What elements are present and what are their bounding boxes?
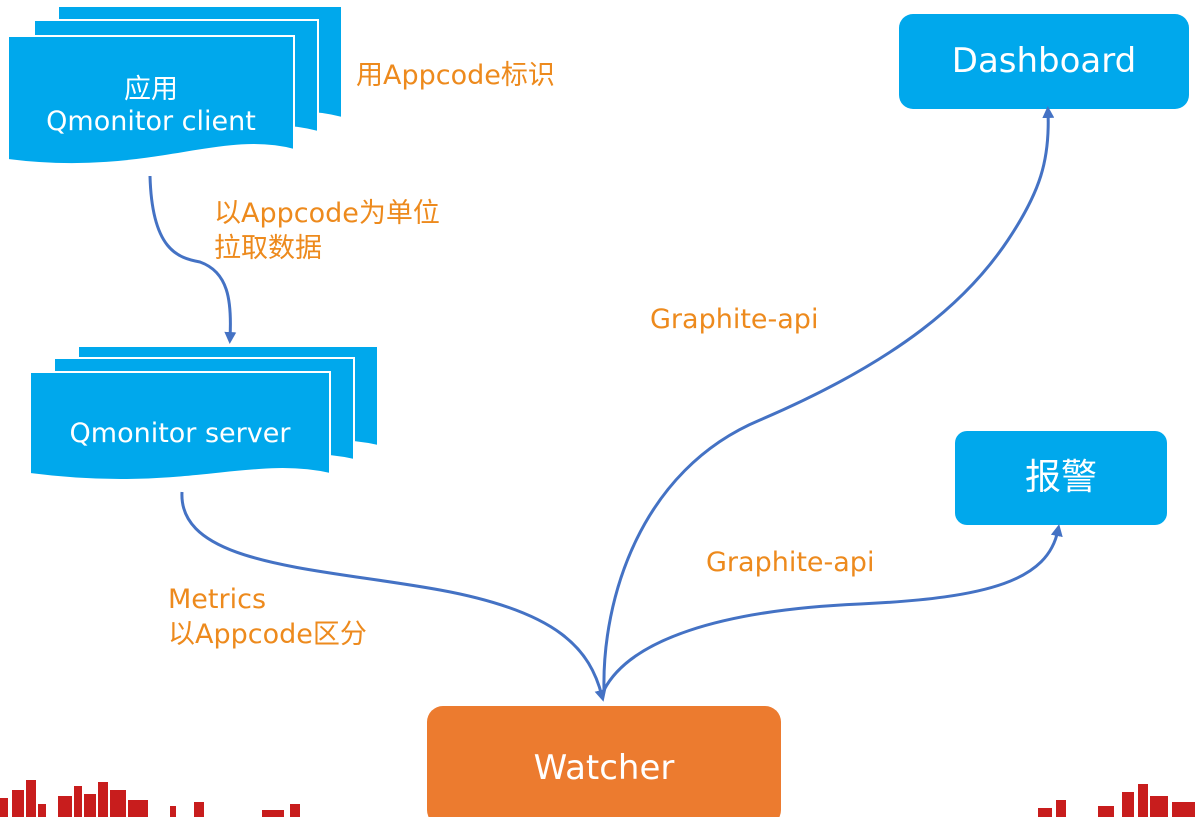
client-page-front: [7, 35, 295, 166]
pull-data-line2: 拉取数据: [214, 233, 322, 265]
arrow-watcher-to-dashboard: [602, 106, 1055, 691]
dashboard-node-label: Dashboard: [951, 41, 1137, 82]
arrow-server-to-watcher: [180, 491, 607, 702]
graphite-api-dashboard-label: Graphite-api: [650, 304, 819, 335]
client-node-stack: [7, 5, 343, 166]
metrics-line1: Metrics: [168, 584, 267, 615]
client-node-line2: Qmonitor client: [46, 106, 256, 137]
alarm-node-label: 报警: [1024, 457, 1097, 499]
server-page-front: [29, 371, 331, 481]
arrow-client-to-server: [148, 175, 237, 344]
watcher-node-label: Watcher: [533, 747, 675, 788]
skyline-decoration: [0, 780, 1195, 817]
client-node-label: 应用 Qmonitor client: [8, 66, 294, 146]
client-appcode-tag: 用Appcode标识: [356, 60, 555, 91]
watcher-node-box: [427, 706, 781, 817]
alarm-node-box: [955, 431, 1167, 525]
pull-data-label: 以Appcode为单位 拉取数据: [214, 196, 440, 266]
metrics-label: Metrics 以Appcode区分: [168, 582, 367, 652]
metrics-line2: 以Appcode区分: [168, 619, 367, 651]
client-node-line1: 应用: [124, 73, 178, 105]
arrow-watcher-to-alarm: [602, 524, 1063, 691]
dashboard-node-box: [899, 14, 1189, 109]
graphite-api-alarm-label: Graphite-api: [706, 547, 875, 578]
pull-data-line1: 以Appcode为单位: [214, 198, 440, 229]
server-node-label: Qmonitor server: [69, 417, 291, 449]
server-node-stack: [29, 345, 379, 481]
